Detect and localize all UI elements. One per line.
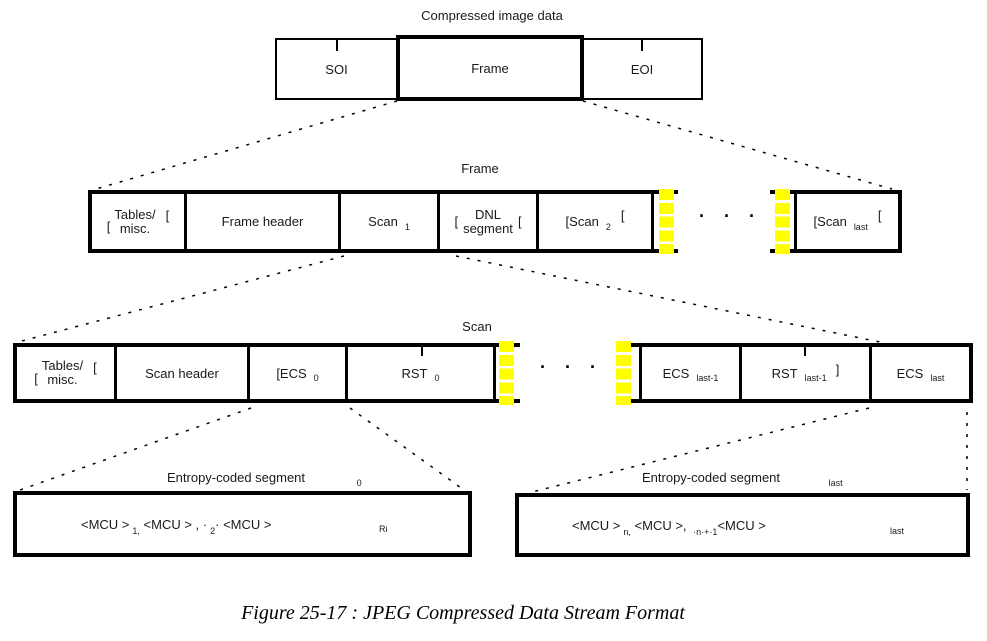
ecs-last-detail-box: <MCU >n, <MCU >, ·n·+·1<MCU > last <box>515 493 970 557</box>
ecs-last-label: ECS <box>896 365 924 381</box>
open-bracket: [ <box>165 208 170 223</box>
frame-row-label: Frame <box>461 161 499 176</box>
rst-last1-subscript: last-1 <box>804 373 827 383</box>
dnl-line1: DNL <box>474 206 501 222</box>
frame-row-left-group: [ Tables/ misc. [ Frame header Scan 1 [ … <box>88 190 678 253</box>
ecs-last-cell: ECS last <box>869 347 969 399</box>
highlight-dash-mark <box>499 341 514 405</box>
scan-last-cell: [ Scan last [ <box>794 194 898 249</box>
dnl-segment-cell: [ DNL segment [ <box>440 194 539 249</box>
ecs-last1-subscript: last-1 <box>696 373 719 383</box>
ecs0-subscript: 0 <box>313 373 319 383</box>
mcu-text: <MCU > , · <box>139 516 208 532</box>
scan2-label: Scan <box>569 214 599 229</box>
scan-header-cell: Scan header <box>117 347 250 399</box>
scan-row-label: Scan <box>462 319 492 334</box>
scan1-subscript: 1 <box>404 221 410 232</box>
frame-header-label: Frame header <box>221 214 304 229</box>
rst0-label: RST <box>401 365 428 381</box>
open-bracket: [ <box>620 208 625 223</box>
eoi-label: EOI <box>630 61 654 77</box>
rst0-subscript: 0 <box>434 373 440 383</box>
scan-header-label: Scan header <box>145 365 219 381</box>
open-bracket: [ <box>106 219 111 234</box>
tables-line2: misc. <box>119 220 151 236</box>
ecs0-detail-label: Entropy-coded segment 0 <box>167 470 362 488</box>
scan-row-left-group: [ Tables/ misc. [ Scan header [ECS 0 RST… <box>13 343 520 403</box>
ecs0-detail-label-text: Entropy-coded segment <box>167 470 306 485</box>
ecs0-label: [ECS <box>276 365 307 381</box>
soi-label: SOI <box>325 61 348 77</box>
highlight-dash-mark <box>659 189 674 254</box>
scan-row-right-group: ECS last-1 RST last-1 ] ECS last <box>617 343 973 403</box>
frame-header-cell: Frame header <box>187 194 341 249</box>
mcu-subscript: ·n·+·1 <box>693 526 718 537</box>
ri-subscript: Ri <box>379 524 388 534</box>
scan-last-label: Scan <box>817 214 847 229</box>
scan-last-subscript: last <box>853 221 868 232</box>
last-subscript: last <box>890 526 905 536</box>
rst0-tick-mark <box>421 345 423 356</box>
ecs0-detail-box: <MCU >1, <MCU > , ·2· <MCU > Ri <box>13 491 472 557</box>
mcu-subscript: 2 <box>210 525 216 536</box>
scan-row-ellipsis: · · · <box>540 357 603 377</box>
dashed-connector <box>17 255 345 343</box>
ecs-last-detail-label-subscript: last <box>828 478 843 488</box>
tables-misc-cell: [ Tables/ misc. [ <box>17 347 117 399</box>
ecs0-detail-label-subscript: 0 <box>356 478 362 488</box>
mcu-subscript: 1, <box>132 525 140 536</box>
frame-row-ellipsis: · · · <box>699 206 762 226</box>
highlight-dash-mark <box>616 341 631 405</box>
mcu-subscript: n, <box>623 526 631 537</box>
tables-line2: misc. <box>47 372 78 387</box>
dnl-line2: segment <box>463 220 513 236</box>
mcu-sequence-last: <MCU >n, <MCU >, ·n·+·1<MCU > <box>572 517 766 537</box>
open-bracket: [ <box>565 214 570 229</box>
open-bracket: [ <box>34 370 38 386</box>
compressed-image-data-label: Compressed image data <box>421 8 563 23</box>
open-bracket: [ <box>454 214 459 229</box>
scan2-subscript: 2 <box>605 221 611 232</box>
mcu-text: <MCU > <box>572 517 621 533</box>
mcu-text: <MCU > <box>717 517 766 533</box>
ecs-last-detail-label: Entropy-coded segment last <box>642 470 843 488</box>
ecs0-cell: [ECS 0 <box>250 347 348 399</box>
close-bracket: ] <box>835 361 840 377</box>
open-bracket: [ <box>93 359 97 375</box>
mcu-text: <MCU >, <box>630 517 691 533</box>
scan2-cell: [ Scan 2 [ <box>539 194 654 249</box>
open-bracket: [ <box>877 208 882 223</box>
tables-line1: Tables/ <box>41 358 84 373</box>
dashed-connector <box>95 100 398 190</box>
frame-row-right-group: [ Scan last [ <box>770 190 902 253</box>
dashed-connector <box>582 100 893 190</box>
open-bracket: [ <box>813 214 818 229</box>
mcu-text: · <MCU > <box>215 516 272 532</box>
mcu-text: <MCU > <box>81 516 130 532</box>
dashed-connector <box>349 407 465 491</box>
open-bracket: [ <box>517 214 522 229</box>
rst0-cell: RST 0 <box>348 347 496 399</box>
tables-line1: Tables/ <box>114 206 156 222</box>
rst-last1-label: RST <box>771 365 798 381</box>
figure-caption: Figure 25-17 : JPEG Compressed Data Stre… <box>241 602 685 624</box>
ecs-last1-label: ECS <box>662 365 690 381</box>
rst-last1-tick-mark <box>804 345 806 356</box>
eoi-tick-mark <box>641 40 643 51</box>
rst-last1-cell: RST last-1 ] <box>739 347 869 399</box>
soi-tick-mark <box>336 40 338 51</box>
ecs-last-detail-label-text: Entropy-coded segment <box>642 470 781 485</box>
ecs-last-subscript: last <box>930 373 945 383</box>
mcu-sequence-0: <MCU >1, <MCU > , ·2· <MCU > <box>81 516 272 536</box>
ecs-last1-cell: ECS last-1 <box>639 347 739 399</box>
frame-box: Frame <box>396 35 584 101</box>
frame-label: Frame <box>471 60 509 76</box>
highlight-dash-mark <box>775 189 790 254</box>
tables-misc-cell: [ Tables/ misc. [ <box>92 194 187 249</box>
scan1-label: Scan <box>368 214 398 229</box>
scan1-cell: Scan 1 <box>341 194 440 249</box>
